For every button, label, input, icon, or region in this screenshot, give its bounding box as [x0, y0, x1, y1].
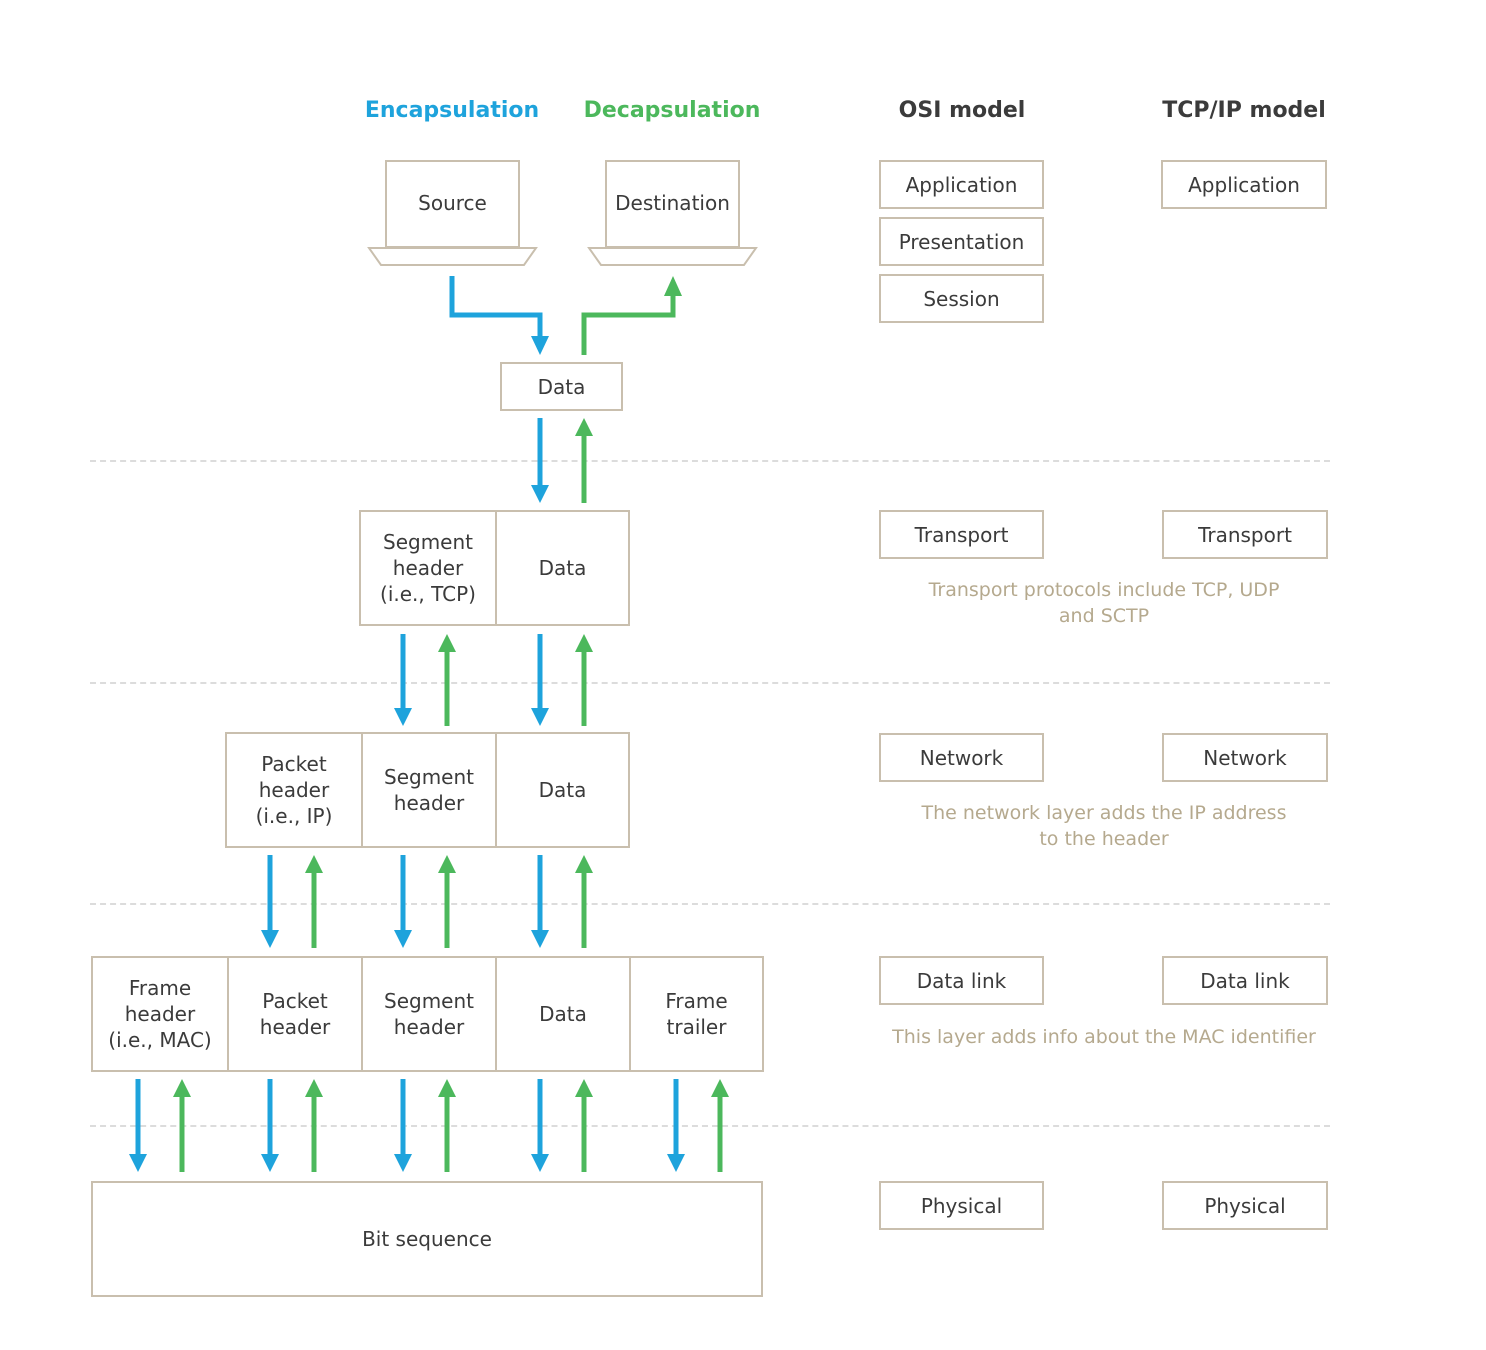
layer-separator	[90, 903, 1330, 905]
encapsulation-arrow	[261, 1079, 279, 1172]
decapsulation-arrow	[711, 1079, 729, 1172]
decapsulation-arrow	[305, 1079, 323, 1172]
source-label: Source	[418, 191, 487, 215]
tcpip-model-heading: TCP/IP model	[1162, 98, 1326, 123]
decapsulation-arrow	[438, 1079, 456, 1172]
osi-model-heading: OSI model	[898, 98, 1026, 123]
transport-segment: Segment header (i.e., TCP) Data	[359, 510, 630, 626]
data-cell: Data	[495, 734, 628, 846]
frame-header-cell: Frame header (i.e., MAC)	[108, 976, 212, 1052]
transport-note: Transport protocols include TCP, UDP and…	[928, 579, 1280, 627]
datalink-note: This layer adds info about the MAC ident…	[892, 1026, 1316, 1048]
encapsulation-arrow	[261, 855, 279, 948]
osi-transport: Transport	[879, 510, 1044, 559]
decapsulation-arrow	[575, 634, 593, 726]
bit-sequence: Bit sequence	[91, 1181, 763, 1297]
tcpip-transport: Transport	[1162, 510, 1328, 559]
datalink-frame: Frame header (i.e., MAC) Packet header S…	[91, 956, 764, 1072]
application-data-unit: Data	[500, 362, 623, 411]
layer-separator	[90, 682, 1330, 684]
encapsulation-arrow	[449, 276, 549, 355]
network-packet: Packet header (i.e., IP) Segment header …	[225, 732, 630, 848]
segment-header-cell: Segment header	[361, 958, 495, 1070]
osi-datalink: Data link	[879, 956, 1044, 1005]
layer-separator	[90, 1125, 1330, 1127]
segment-header-cell: Segment header	[361, 734, 495, 846]
network-note: The network layer adds the IP address to…	[921, 802, 1287, 850]
encapsulation-arrow	[531, 634, 549, 726]
osi-application: Application	[879, 160, 1044, 209]
osi-network: Network	[879, 733, 1044, 782]
decapsulation-arrow	[305, 855, 323, 948]
decapsulation-arrow	[575, 855, 593, 948]
osi-presentation: Presentation	[879, 217, 1044, 266]
decapsulation-arrow	[575, 418, 593, 503]
decapsulation-arrow	[438, 634, 456, 726]
decapsulation-arrow	[575, 1079, 593, 1172]
encapsulation-arrow	[394, 634, 412, 726]
source-laptop-icon	[367, 160, 538, 266]
osi-physical: Physical	[879, 1181, 1044, 1230]
decapsulation-heading: Decapsulation	[583, 98, 761, 123]
decapsulation-arrow	[173, 1079, 191, 1172]
packet-header-cell: Packet header	[227, 958, 361, 1070]
encapsulation-arrow	[667, 1079, 685, 1172]
data-cell: Data	[495, 958, 629, 1070]
segment-header-cell: Segment header (i.e., TCP)	[380, 530, 476, 606]
encapsulation-arrow	[531, 418, 549, 503]
layer-separator	[90, 460, 1330, 462]
tcpip-application: Application	[1161, 160, 1327, 209]
destination-laptop-icon	[587, 160, 758, 266]
encapsulation-arrow	[129, 1079, 147, 1172]
encapsulation-arrow	[531, 1079, 549, 1172]
tcpip-network: Network	[1162, 733, 1328, 782]
data-cell: Data	[495, 512, 628, 624]
osi-session: Session	[879, 274, 1044, 323]
tcpip-datalink: Data link	[1162, 956, 1328, 1005]
destination-label: Destination	[615, 191, 730, 215]
encapsulation-arrow	[394, 855, 412, 948]
decapsulation-arrow	[438, 855, 456, 948]
tcpip-physical: Physical	[1162, 1181, 1328, 1230]
encapsulation-arrow	[531, 855, 549, 948]
frame-trailer-cell: Frame trailer	[629, 958, 762, 1070]
encapsulation-arrow	[394, 1079, 412, 1172]
decapsulation-arrow	[581, 276, 682, 355]
encapsulation-heading: Encapsulation	[364, 98, 540, 123]
packet-header-cell: Packet header (i.e., IP)	[255, 752, 333, 828]
